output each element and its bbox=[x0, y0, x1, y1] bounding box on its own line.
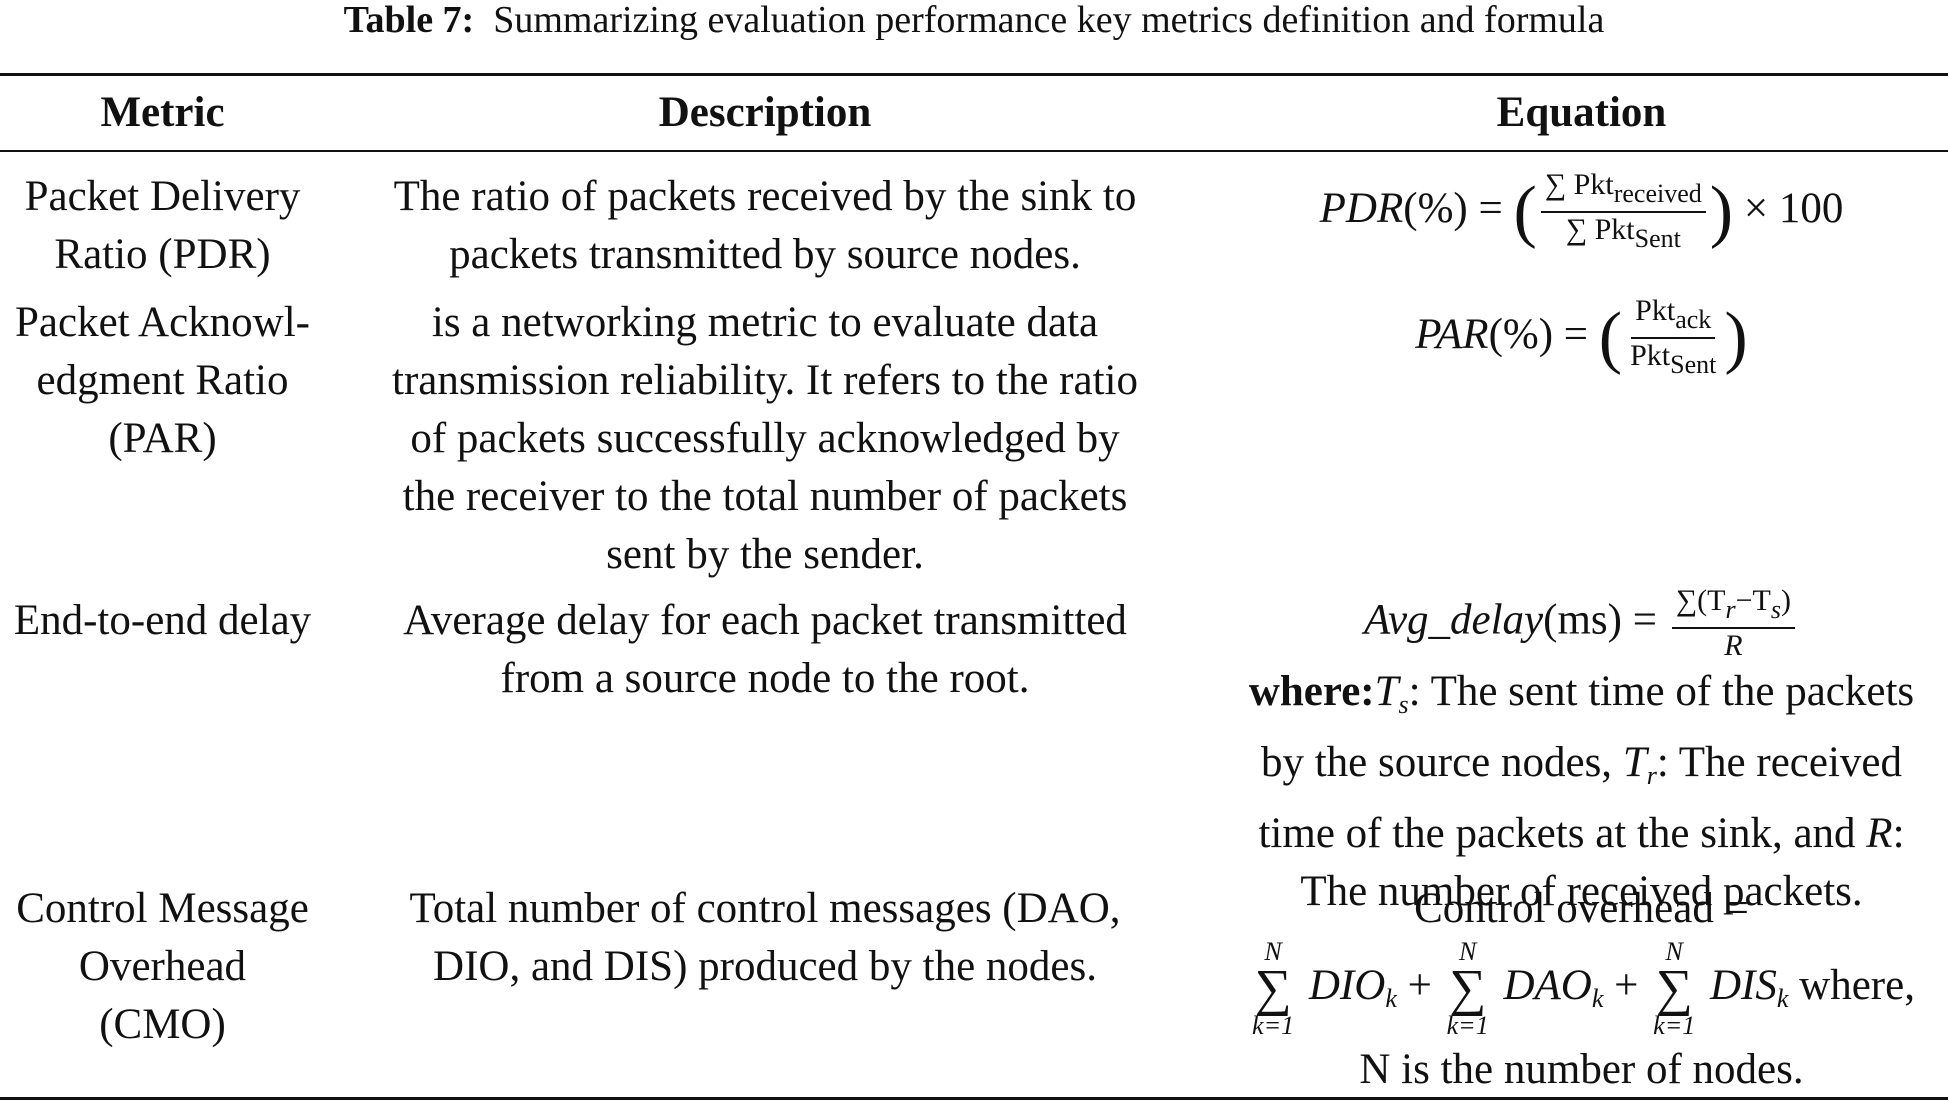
row-par-metric: Packet Acknowl- edgment Ratio (PAR) bbox=[15, 299, 310, 462]
row-par-equation: PAR(%) = ( Pktack PktSent ) bbox=[1215, 294, 1948, 382]
row-delay-equation: Avg_delay(ms) = ∑(Tr−Ts) R where:Ts: The… bbox=[1248, 584, 1915, 915]
header-rule bbox=[0, 150, 1948, 152]
par-lhs: PAR bbox=[1415, 310, 1489, 358]
row-cmo-description: Total number of control messages (DAO, D… bbox=[409, 885, 1121, 990]
row-pdr-metric: Packet Delivery Ratio (PDR) bbox=[24, 173, 301, 278]
row-par-description: is a networking metric to evaluate data … bbox=[392, 299, 1138, 578]
sum-dio: N∑k=1 bbox=[1252, 937, 1295, 1040]
header-metric: Metric bbox=[100, 89, 225, 136]
delay-lhs: Avg_delay bbox=[1364, 596, 1544, 644]
row-delay-metric: End-to-end delay bbox=[13, 597, 312, 644]
row-pdr-description: The ratio of packets received by the sin… bbox=[393, 173, 1137, 278]
row-delay-description: Average delay for each packet transmitte… bbox=[403, 597, 1127, 702]
caption-text: Summarizing evaluation performance key m… bbox=[493, 0, 1605, 41]
sum-dis: N∑k=1 bbox=[1653, 937, 1696, 1040]
pdr-fraction: ∑ Pktreceived ∑ PktSent bbox=[1540, 168, 1706, 256]
top-rule bbox=[0, 73, 1948, 76]
caption-label: Table 7: bbox=[343, 0, 475, 41]
par-fraction: Pktack PktSent bbox=[1630, 294, 1717, 379]
row-cmo-equation: Control overhead = N∑k=1 DIOk + N∑k=1 DA… bbox=[1252, 885, 1915, 1093]
sum-dao: N∑k=1 bbox=[1446, 937, 1489, 1040]
pdr-lhs: PDR bbox=[1319, 184, 1404, 232]
table-caption: Table 7: Summarizing evaluation performa… bbox=[0, 0, 1948, 40]
header-description: Description bbox=[658, 89, 872, 136]
header-equation: Equation bbox=[1496, 89, 1667, 136]
delay-fraction: ∑(Tr−Ts) R bbox=[1671, 584, 1795, 663]
bottom-rule bbox=[0, 1097, 1948, 1100]
row-pdr-equation: PDR(%) = ( ∑ Pktreceived ∑ PktSent ) × 1… bbox=[1215, 168, 1948, 256]
row-cmo-metric: Control Message Overhead (CMO) bbox=[16, 885, 309, 1048]
